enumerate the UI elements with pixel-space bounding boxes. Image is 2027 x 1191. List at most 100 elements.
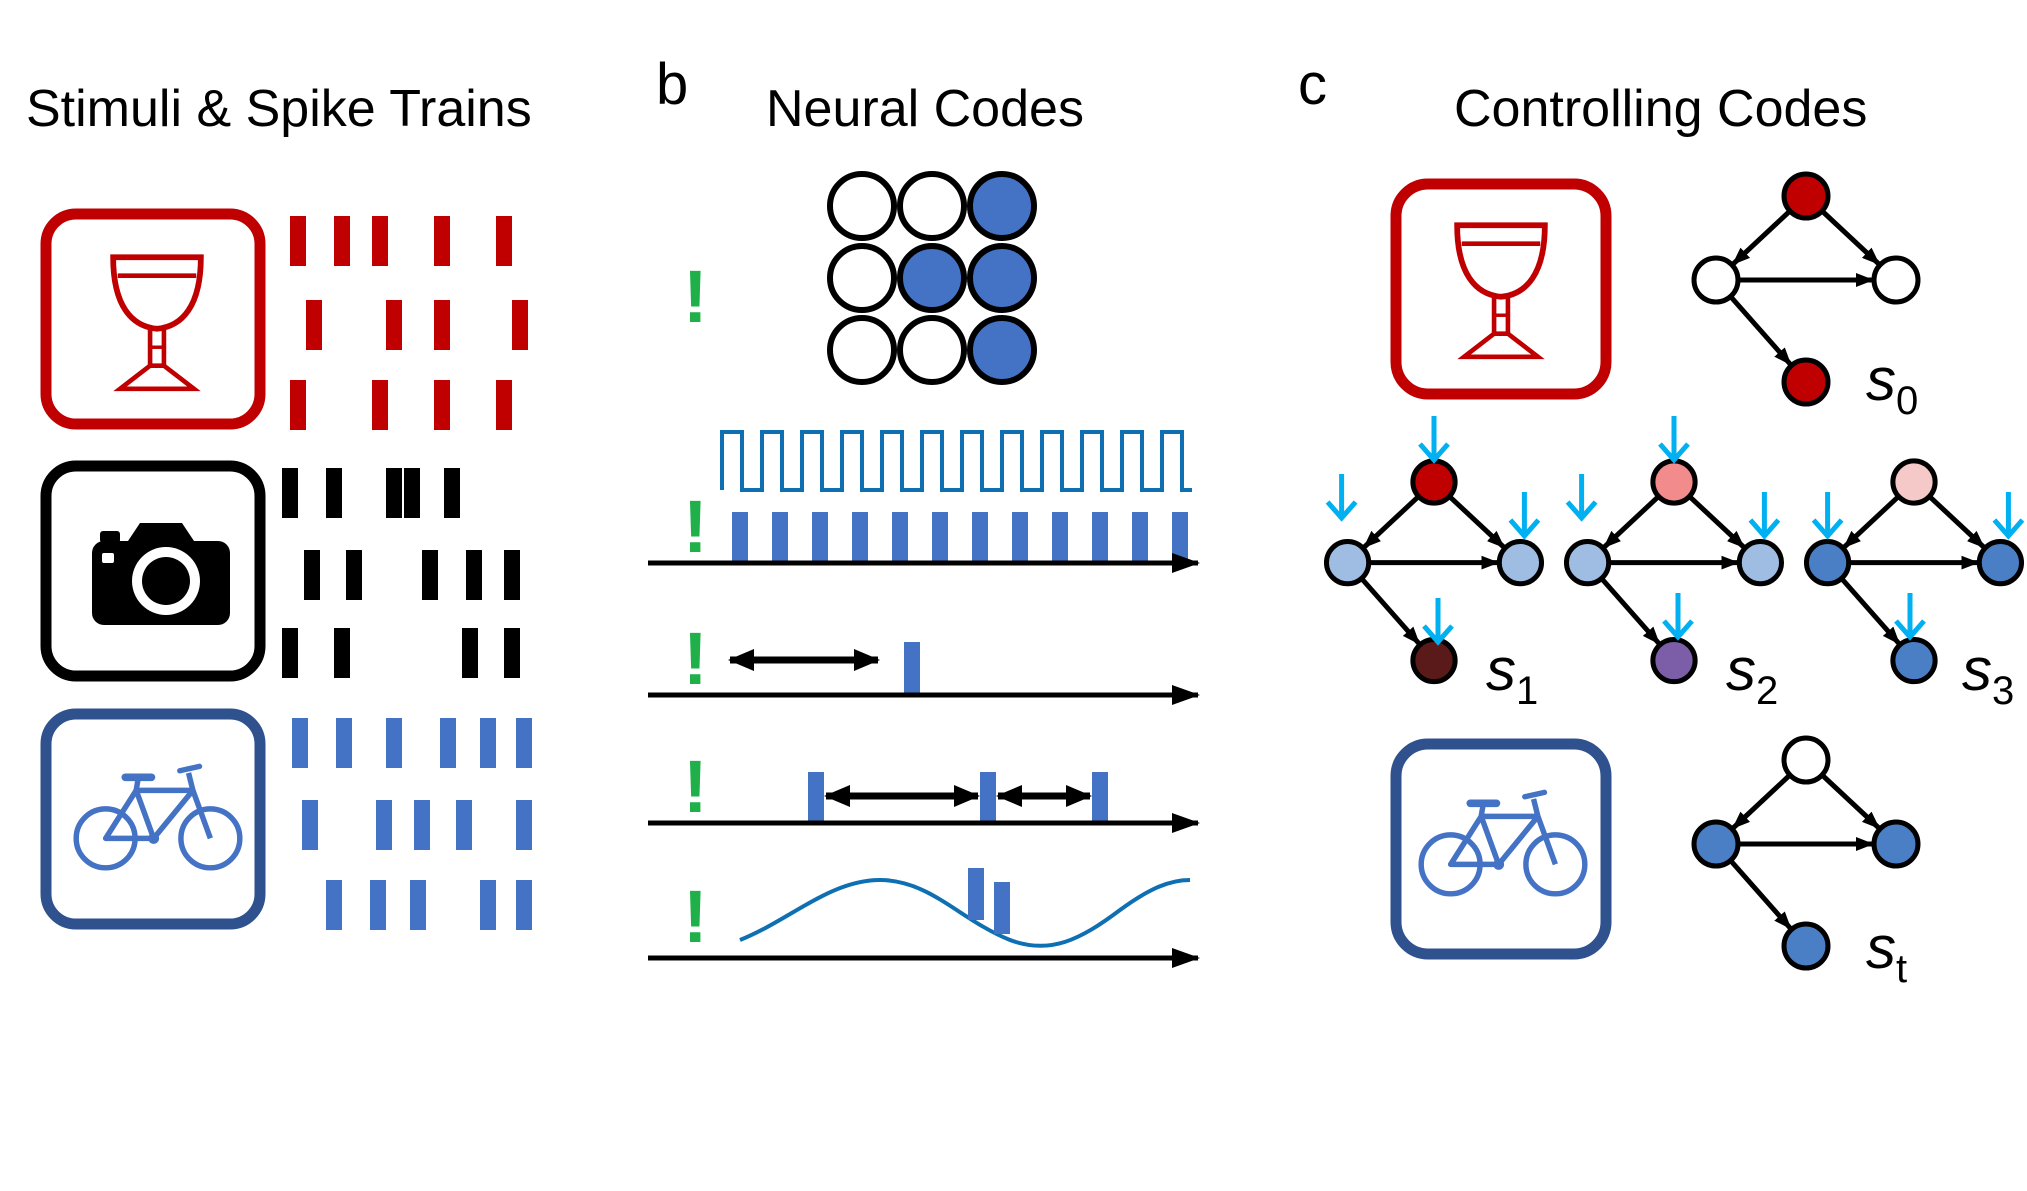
graph-node [1781, 171, 1831, 221]
stimulus-wine-glass [40, 208, 266, 430]
graph-edge [1728, 858, 1792, 930]
graph-node [1803, 539, 1852, 587]
stimulus-onset-mark: ! [683, 617, 708, 700]
spike [456, 800, 472, 850]
graph-node [1691, 819, 1741, 869]
state-label-s2: s2 [1726, 636, 1778, 713]
spike [336, 718, 352, 768]
spike [306, 300, 322, 350]
spike [480, 718, 496, 768]
network-graphs [1323, 171, 2022, 971]
spike [980, 772, 996, 824]
spike [466, 550, 482, 600]
spike [414, 800, 430, 850]
spike [346, 550, 362, 600]
spike [422, 550, 438, 600]
control-input-arrow-icon [1664, 593, 1692, 637]
spike [504, 628, 520, 678]
graph-node [1890, 636, 1938, 685]
spike [504, 550, 520, 600]
graph-node [1496, 539, 1545, 587]
stimulus-bicycle [40, 708, 266, 930]
graph-node [1650, 636, 1698, 685]
control-input-arrow-icon [1994, 492, 2022, 536]
spike [376, 800, 392, 850]
graph-node [1890, 458, 1938, 506]
spike [386, 718, 402, 768]
graph-edge [1839, 576, 1901, 645]
spike [434, 216, 450, 266]
bicycle-icon [1421, 792, 1585, 893]
graph-node [1563, 539, 1612, 587]
rate-code-spikes [732, 512, 1188, 562]
spike [326, 468, 342, 518]
rate-code-square-wave [720, 430, 1192, 492]
spike [372, 216, 388, 266]
graph-edge [1731, 209, 1792, 266]
wine-glass-icon [113, 257, 201, 389]
spike [282, 468, 298, 518]
panel-c: c Controlling Codes s0 s1 s2 s3 st [1298, 52, 2022, 991]
spike [386, 468, 402, 518]
phase-code-oscillation [739, 877, 1191, 948]
spike [972, 512, 988, 562]
spike [404, 468, 420, 518]
spike [440, 718, 456, 768]
panel-b-title: Neural Codes [766, 80, 1084, 138]
state-label-s0: s0 [1866, 346, 1918, 423]
graph-edge [1687, 494, 1746, 549]
control-input-arrow-icon [1660, 416, 1688, 460]
population-code-grid [827, 171, 1037, 385]
spike [772, 512, 788, 562]
panel-b: b Neural Codes ! ! ! ! ! [648, 52, 1200, 968]
spike [334, 216, 350, 266]
control-input-arrow-icon [1328, 474, 1356, 518]
graph-node [1781, 357, 1831, 407]
panel-c-letter: c [1298, 52, 1327, 117]
spike [304, 550, 320, 600]
graph-edge [1842, 494, 1901, 549]
stimulus-camera [40, 460, 266, 682]
graph-node [1323, 539, 1372, 587]
spike [496, 216, 512, 266]
graph-node [1410, 458, 1458, 506]
graph-node [1871, 819, 1921, 869]
spike [462, 628, 478, 678]
spike [1172, 512, 1188, 562]
panel-b-letter: b [656, 52, 688, 117]
spike [372, 380, 388, 430]
bicycle-icon [76, 766, 240, 867]
population-neuron [897, 171, 967, 241]
spike [444, 468, 460, 518]
population-neuron [897, 315, 967, 385]
graph-node [1736, 539, 1785, 587]
spike [410, 880, 426, 930]
graph-node [1691, 255, 1741, 305]
spike [1052, 512, 1068, 562]
spike [516, 800, 532, 850]
spike [434, 380, 450, 430]
stimulus-box-blue [40, 708, 266, 930]
graph-edge [1820, 209, 1881, 266]
wine-glass-icon [1457, 225, 1545, 357]
spike [302, 800, 318, 850]
population-neuron [967, 315, 1037, 385]
control-input-arrow-icon [1568, 474, 1596, 518]
spike [1092, 512, 1108, 562]
panel-c-title: Controlling Codes [1454, 80, 1867, 138]
graph-edge [1447, 494, 1506, 549]
spike [932, 512, 948, 562]
state-label-s1: s1 [1486, 636, 1538, 713]
stimulus-box-blue [1390, 738, 1612, 960]
camera-icon [92, 523, 230, 625]
population-neuron [967, 243, 1037, 313]
control-input-arrow-icon [1814, 492, 1842, 536]
spike [434, 300, 450, 350]
population-neuron [967, 171, 1037, 241]
control-input-arrow-icon [1896, 593, 1924, 637]
target-stimulus-wine-glass [1390, 178, 1612, 400]
state-label-s3: s3 [1962, 636, 2014, 713]
spike [370, 880, 386, 930]
graph-edge [1731, 773, 1792, 830]
